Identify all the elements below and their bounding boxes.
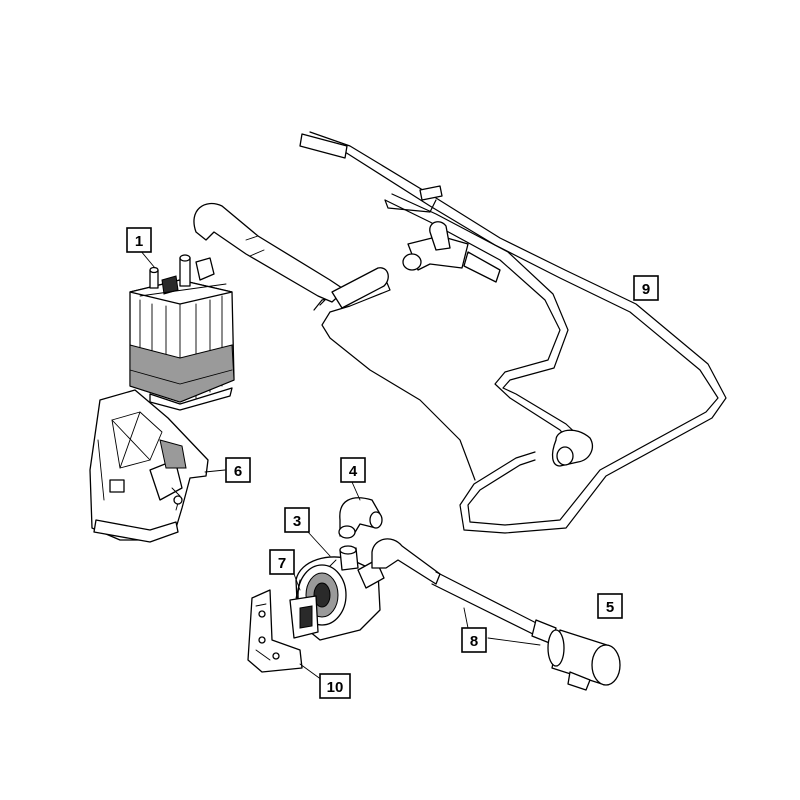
callout-label: 3 xyxy=(293,513,301,530)
leak-detection-pump xyxy=(289,545,385,641)
callout-label: 4 xyxy=(349,463,358,480)
callout-9: 9 xyxy=(633,275,659,301)
callout-label: 5 xyxy=(606,599,614,616)
pump-bracket xyxy=(247,589,303,673)
callout-1: 1 xyxy=(126,227,152,253)
callout-label: 9 xyxy=(642,281,650,298)
callout-label: 1 xyxy=(135,233,143,250)
callout-5: 5 xyxy=(597,593,623,619)
callout-10: 10 xyxy=(319,673,351,699)
callout-label: 8 xyxy=(470,633,478,650)
callout-label: 6 xyxy=(234,463,242,480)
callout-7: 7 xyxy=(269,549,295,575)
callout-8: 8 xyxy=(461,627,487,653)
callout-4: 4 xyxy=(340,457,366,483)
vapor-hose xyxy=(193,202,389,309)
leader-lines xyxy=(139,249,541,681)
callout-label: 7 xyxy=(278,555,286,572)
canister-bracket xyxy=(89,389,209,543)
callout-3: 3 xyxy=(284,507,310,533)
filter-hose xyxy=(371,538,557,645)
hose-assembly-9 xyxy=(299,131,727,534)
callout-label: 10 xyxy=(327,679,344,696)
elbow-hose xyxy=(338,497,383,539)
callout-6: 6 xyxy=(225,457,251,483)
vapor-canister xyxy=(129,254,235,411)
fresh-air-filter xyxy=(547,629,621,691)
